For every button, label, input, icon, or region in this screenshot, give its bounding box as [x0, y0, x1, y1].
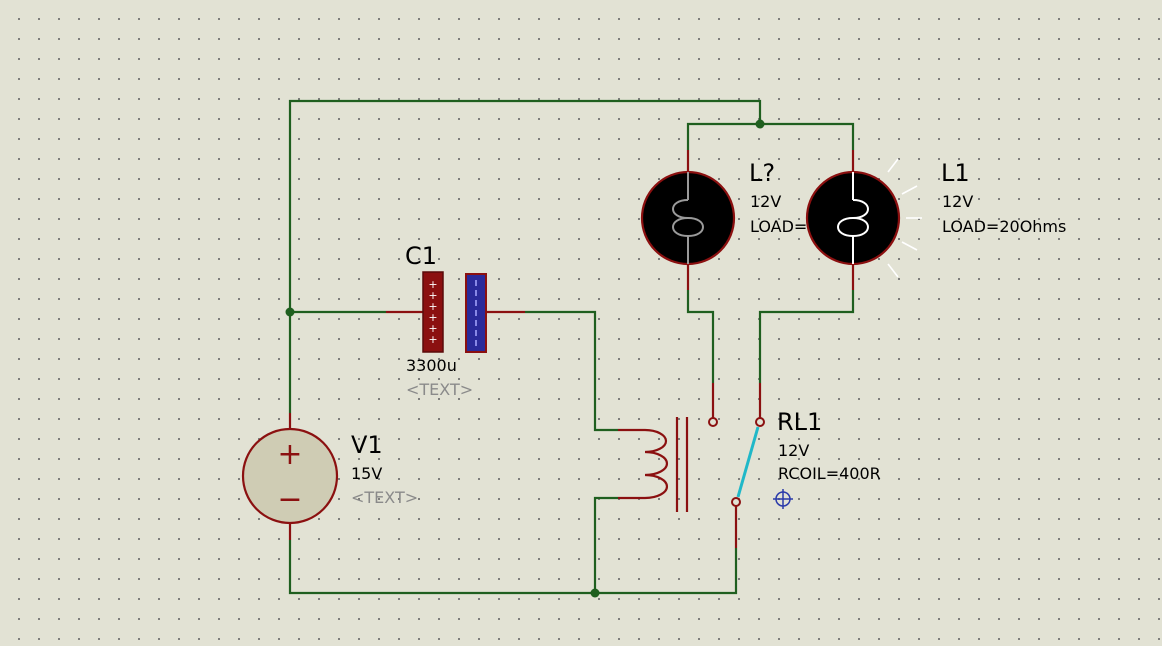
c1-plus-mark: + — [428, 333, 437, 346]
v1-text-placeholder[interactable]: <TEXT> — [351, 488, 418, 507]
v1-reference-label[interactable]: V1 — [351, 431, 383, 459]
lamp-b-value-label[interactable]: 12V — [942, 192, 973, 211]
wires — [285, 99, 855, 598]
rl1-common-contact — [731, 497, 741, 507]
wire-c1-to-coil[interactable] — [525, 310, 618, 432]
filament-icon — [837, 199, 869, 238]
rl1-no-contact — [755, 417, 765, 427]
capacitor-c1[interactable]: + + + + + + C1 3300u <TEXT> — [386, 242, 525, 399]
lamp-a-load-label[interactable]: LOAD= — [750, 217, 807, 236]
c1-plus-mark: + — [428, 289, 437, 302]
junction-dot — [755, 119, 765, 129]
c1-plus-mark: + — [428, 322, 437, 335]
c1-plus-mark: + — [428, 278, 437, 291]
voltage-source-v1[interactable]: + − V1 15V <TEXT> — [241, 413, 418, 540]
lamp-a-reference-label[interactable]: L? — [749, 159, 775, 187]
rl1-value-label[interactable]: 12V — [778, 441, 809, 460]
wire-lamp-top-bus[interactable] — [686, 122, 855, 150]
c1-reference-label[interactable]: C1 — [405, 242, 437, 270]
c1-text-placeholder[interactable]: <TEXT> — [406, 380, 473, 399]
rl1-switch-arm[interactable] — [736, 426, 760, 498]
wire-bottom[interactable] — [288, 540, 738, 595]
v1-body — [241, 427, 339, 525]
rl1-nc-contact — [708, 417, 718, 427]
v1-plus-sign: + — [277, 437, 302, 472]
c1-plus-mark: + — [428, 311, 437, 324]
junction-dot — [590, 588, 600, 598]
filament-icon — [672, 199, 704, 238]
lamp-b-load-label[interactable]: LOAD=20Ohms — [942, 217, 1066, 236]
junction-dot — [285, 307, 295, 317]
c1-value-label[interactable]: 3300u — [406, 356, 457, 375]
rl1-coil-label[interactable]: RCOIL=400R — [778, 464, 881, 483]
lamp-l-unassigned[interactable]: L? 12V LOAD= — [640, 150, 807, 290]
crosshair-origin-icon — [773, 489, 793, 509]
rl1-coil — [644, 428, 669, 500]
relay-rl1[interactable]: RL1 12V RCOIL=400R — [618, 383, 881, 548]
rl1-reference-label[interactable]: RL1 — [777, 408, 822, 436]
wire-lamp-b-to-relay[interactable] — [758, 290, 855, 383]
wire-top-loop[interactable] — [288, 99, 762, 413]
lamp-b-reference-label[interactable]: L1 — [941, 159, 970, 187]
v1-value-label[interactable]: 15V — [351, 464, 382, 483]
c1-plus-mark: + — [428, 300, 437, 313]
c1-positive-plate — [422, 271, 444, 353]
light-rays-icon — [887, 158, 922, 278]
lamp-a-value-label[interactable]: 12V — [750, 192, 781, 211]
lamp-l1[interactable]: L1 12V LOAD=20Ohms — [805, 150, 1066, 290]
wire-coil-bottom[interactable] — [593, 496, 618, 593]
v1-minus-sign: − — [277, 482, 302, 517]
wire-lamp-a-to-relay[interactable] — [686, 290, 715, 383]
